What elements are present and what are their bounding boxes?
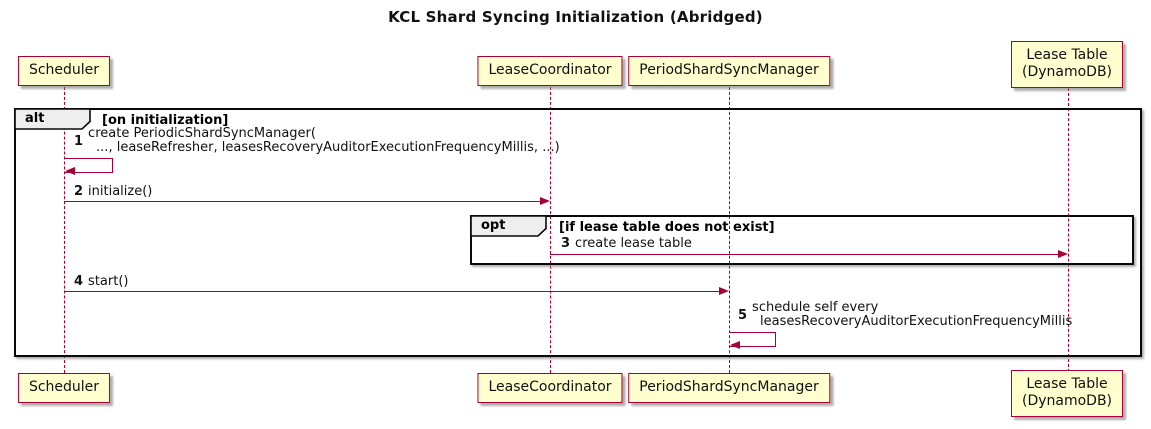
message-1-self-loop — [65, 158, 113, 173]
message-1-arrowhead — [65, 167, 75, 175]
lifeline-scheduler — [64, 87, 65, 373]
message-5-text-line2: leasesRecoveryAuditorExecutionFrequencyM… — [760, 314, 1073, 329]
message-5-label: 5 schedule self every leasesRecoveryAudi… — [738, 301, 1072, 329]
participant-label: Lease Table — [1026, 47, 1108, 63]
participant-label: PeriodShardSyncManager — [639, 379, 819, 395]
message-1-number: 1 — [74, 133, 84, 149]
participant-sublabel: (DynamoDB) — [1021, 64, 1113, 80]
message-3-arrowhead — [1058, 250, 1068, 258]
participant-label: LeaseCoordinator — [488, 379, 612, 395]
participant-scheduler-bottom: Scheduler — [17, 373, 111, 403]
lifeline-period-shard-sync-manager — [729, 87, 730, 373]
participant-label: Lease Table — [1026, 376, 1108, 392]
alt-guard: [on initialization] — [102, 113, 229, 128]
message-5-text-line1: schedule self every — [752, 300, 879, 315]
alt-frame: alt [on initialization] — [14, 108, 1142, 357]
participant-lease-coordinator-top: LeaseCoordinator — [477, 56, 623, 86]
participant-lease-coordinator-bottom: LeaseCoordinator — [477, 373, 623, 403]
frame-pentagon-shape — [471, 216, 547, 237]
alt-keyword: alt — [25, 111, 45, 126]
participant-label: Scheduler — [28, 379, 100, 395]
message-5-self-loop — [730, 332, 776, 347]
message-2-text: initialize() — [88, 184, 153, 199]
alt-frame-tab: alt — [15, 109, 91, 130]
message-4-label: 4 start() — [74, 274, 128, 289]
message-5-number: 5 — [738, 307, 748, 323]
participant-lease-table-top: Lease Table (DynamoDB) — [1010, 41, 1124, 88]
participant-scheduler-top: Scheduler — [17, 56, 111, 86]
message-3-number: 3 — [561, 236, 571, 251]
message-2-line — [64, 201, 545, 202]
participant-label: LeaseCoordinator — [488, 62, 612, 78]
message-4-text: start() — [88, 274, 129, 289]
message-5-arrowhead — [730, 341, 740, 349]
message-2-arrowhead — [540, 197, 550, 205]
message-2-number: 2 — [74, 184, 84, 199]
message-4-line — [64, 291, 724, 292]
frame-pentagon-shape — [15, 109, 91, 130]
participant-period-shard-sync-manager-top: PeriodShardSyncManager — [628, 56, 830, 86]
participant-sublabel: (DynamoDB) — [1021, 393, 1113, 409]
message-4-arrowhead — [719, 287, 729, 295]
opt-frame-tab: opt — [471, 216, 547, 237]
opt-guard: [if lease table does not exist] — [559, 220, 775, 235]
message-3-label: 3 create lease table — [561, 236, 692, 251]
message-2-label: 2 initialize() — [74, 184, 152, 199]
participant-period-shard-sync-manager-bottom: PeriodShardSyncManager — [628, 373, 830, 403]
lifeline-lease-coordinator — [550, 87, 551, 373]
participant-lease-table-bottom: Lease Table (DynamoDB) — [1010, 370, 1124, 417]
diagram-title: KCL Shard Syncing Initialization (Abridg… — [388, 8, 763, 26]
message-3-line — [550, 254, 1063, 255]
opt-keyword: opt — [481, 218, 506, 233]
lifeline-lease-table — [1068, 88, 1069, 372]
opt-frame: opt [if lease table does not exist] — [470, 215, 1134, 265]
participant-label: PeriodShardSyncManager — [639, 62, 819, 78]
message-1-label: 1 create PeriodicShardSyncManager( ..., … — [74, 127, 560, 155]
message-3-text: create lease table — [575, 236, 692, 251]
message-4-number: 4 — [74, 274, 84, 289]
message-1-text-line2: ..., leaseRefresher, leasesRecoveryAudit… — [96, 140, 560, 155]
participant-label: Scheduler — [28, 62, 100, 78]
message-1-text-line1: create PeriodicShardSyncManager( — [88, 126, 316, 141]
